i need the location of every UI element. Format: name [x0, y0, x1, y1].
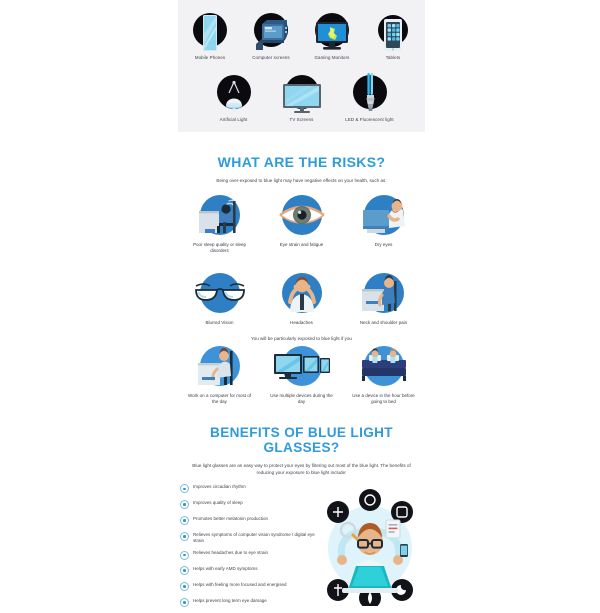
- sources-row-1: Mobile Phones: [178, 8, 425, 61]
- eye-icon: [261, 192, 343, 238]
- tablet-icon: [378, 8, 408, 52]
- exposure-label: Work on a computer for most of the day: [188, 392, 251, 404]
- desktop-computer-icon: [253, 8, 289, 52]
- benefit-label: Relieves headaches due to eye strain: [193, 550, 269, 556]
- benefit-label: Improves quality of sleep: [193, 500, 243, 506]
- person-working-at-computer-icon: [179, 343, 261, 389]
- exposure-device-before-bed: Use a device in the hour before going to…: [343, 343, 425, 405]
- source-tablets: Tablets: [363, 8, 424, 61]
- list-item: Improves circadian rhythm: [180, 484, 316, 494]
- risk-headaches: Headaches: [261, 270, 343, 326]
- list-item: Improves quality of sleep: [180, 500, 316, 510]
- list-item: Helps with feeling more focused and ener…: [180, 581, 316, 592]
- source-mobile-phones: Mobile Phones: [180, 8, 241, 61]
- source-gaming-monitors: Gaming Monitors: [302, 8, 363, 61]
- source-computer-screens: Computer screens: [241, 8, 302, 61]
- exposure-multiple-devices: Use multiple devices during the day: [261, 343, 343, 405]
- benefit-label: Improves circadian rhythm: [193, 484, 246, 490]
- list-item: Helps prevent long term eye damage: [180, 598, 316, 607]
- couple-in-bed-with-devices-icon: [343, 343, 425, 389]
- bullet-icon: [180, 582, 189, 592]
- list-item: Relieves symptoms of computer vision syn…: [180, 532, 316, 544]
- exposure-label: Use multiple devices during the day: [270, 392, 333, 404]
- risk-label: Headaches: [290, 320, 313, 326]
- person-with-headache-icon: [261, 270, 343, 316]
- risks-row-2: Blurred Vision Headaches: [178, 270, 425, 326]
- multitasking-person-with-glasses-icon: [316, 484, 425, 607]
- benefits-list: Improves circadian rhythm Improves quali…: [178, 484, 316, 613]
- list-item: Helps with early AMD symptoms: [180, 566, 316, 576]
- exposure-label: Use a device in the hour before going to…: [352, 392, 415, 404]
- source-label: LED & Fluorescent light: [345, 116, 394, 122]
- source-artificial-light: Artificial Light: [200, 70, 268, 123]
- bullet-icon: [180, 484, 189, 494]
- sources-row-2: Artificial Light TV Screens: [178, 70, 425, 123]
- benefits-section: Improves circadian rhythm Improves quali…: [178, 484, 425, 613]
- risk-label: Dry eyes: [374, 242, 393, 248]
- risk-poor-sleep: Poor sleep quality or sleep disorders: [179, 192, 261, 254]
- risk-label: Blurred Vision: [205, 320, 234, 326]
- risks-row-1: Poor sleep quality or sleep disorders Ey…: [178, 192, 425, 254]
- exposure-row: Work on a computer for most of the day: [178, 343, 425, 405]
- benefit-label: Helps with early AMD symptoms: [193, 566, 258, 572]
- source-label: Artificial Light: [219, 116, 248, 122]
- bullet-icon: [180, 550, 189, 560]
- risk-dry-eyes: Dry eyes: [343, 192, 425, 254]
- source-label: Tablets: [385, 55, 401, 60]
- exposure-work-on-computer: Work on a computer for most of the day: [179, 343, 261, 405]
- fluorescent-bulb-icon: [352, 70, 387, 114]
- source-label: Mobile Phones: [194, 55, 226, 60]
- benefits-subtitle: Blue light glasses are an easy way to pr…: [192, 462, 411, 475]
- list-item: Promotes better melatonin production: [180, 516, 316, 525]
- benefit-label: Helps with feeling more focused and ener…: [193, 581, 287, 587]
- risk-label: Neck and shoulder pain: [359, 320, 408, 326]
- source-label: Gaming Monitors: [314, 55, 350, 60]
- infographic-page: Mobile Phones: [178, 0, 425, 607]
- bullet-icon: [180, 597, 189, 607]
- source-led-fluorescent-light: LED & Fluorescent light: [336, 70, 404, 123]
- exposure-lead-in: You will be particularly exposed to blue…: [251, 335, 352, 341]
- benefits-heading: BENEFITS OF BLUE LIGHT GLASSES?: [210, 424, 393, 455]
- person-rubbing-eyes-icon: [343, 192, 425, 238]
- risk-label: Poor sleep quality or sleep disorders: [192, 242, 247, 254]
- risk-eye-strain: Eye strain and fatigue: [261, 192, 343, 254]
- bullet-icon: [180, 516, 189, 525]
- risks-subtitle: Being over-exposed to blue light may hav…: [216, 178, 387, 183]
- benefit-label: Promotes better melatonin production: [193, 515, 269, 521]
- multiple-screens-icon: [261, 343, 343, 389]
- risk-blurred-vision: Blurred Vision: [179, 270, 261, 326]
- benefit-label: Relieves symptoms of computer vision syn…: [193, 531, 315, 543]
- source-label: Computer screens: [252, 55, 290, 60]
- risk-label: Eye strain and fatigue: [279, 242, 324, 248]
- bullet-icon: [180, 531, 189, 541]
- mobile-phone-icon: [193, 8, 227, 52]
- blue-light-sources-banner: Mobile Phones: [178, 0, 425, 132]
- benefit-label: Helps prevent long term eye damage: [193, 597, 267, 603]
- source-label: TV Screens: [289, 116, 314, 122]
- source-tv-screens: TV Screens: [268, 70, 336, 123]
- gaming-monitor-icon: [314, 8, 350, 52]
- person-at-desk-neck-pain-icon: [343, 270, 425, 316]
- risks-heading: WHAT ARE THE RISKS?: [217, 154, 386, 170]
- bullet-icon: [180, 500, 189, 510]
- bullet-icon: [180, 566, 189, 576]
- television-icon: [281, 70, 323, 114]
- person-sleeping-at-desk-icon: [179, 192, 261, 238]
- list-item: Relieves headaches due to eye strain: [180, 550, 316, 560]
- risk-neck-shoulder-pain: Neck and shoulder pain: [343, 270, 425, 326]
- content-column: Mobile Phones: [178, 0, 425, 607]
- eyeglasses-icon: [179, 270, 261, 316]
- ceiling-lamp-icon: [216, 70, 251, 114]
